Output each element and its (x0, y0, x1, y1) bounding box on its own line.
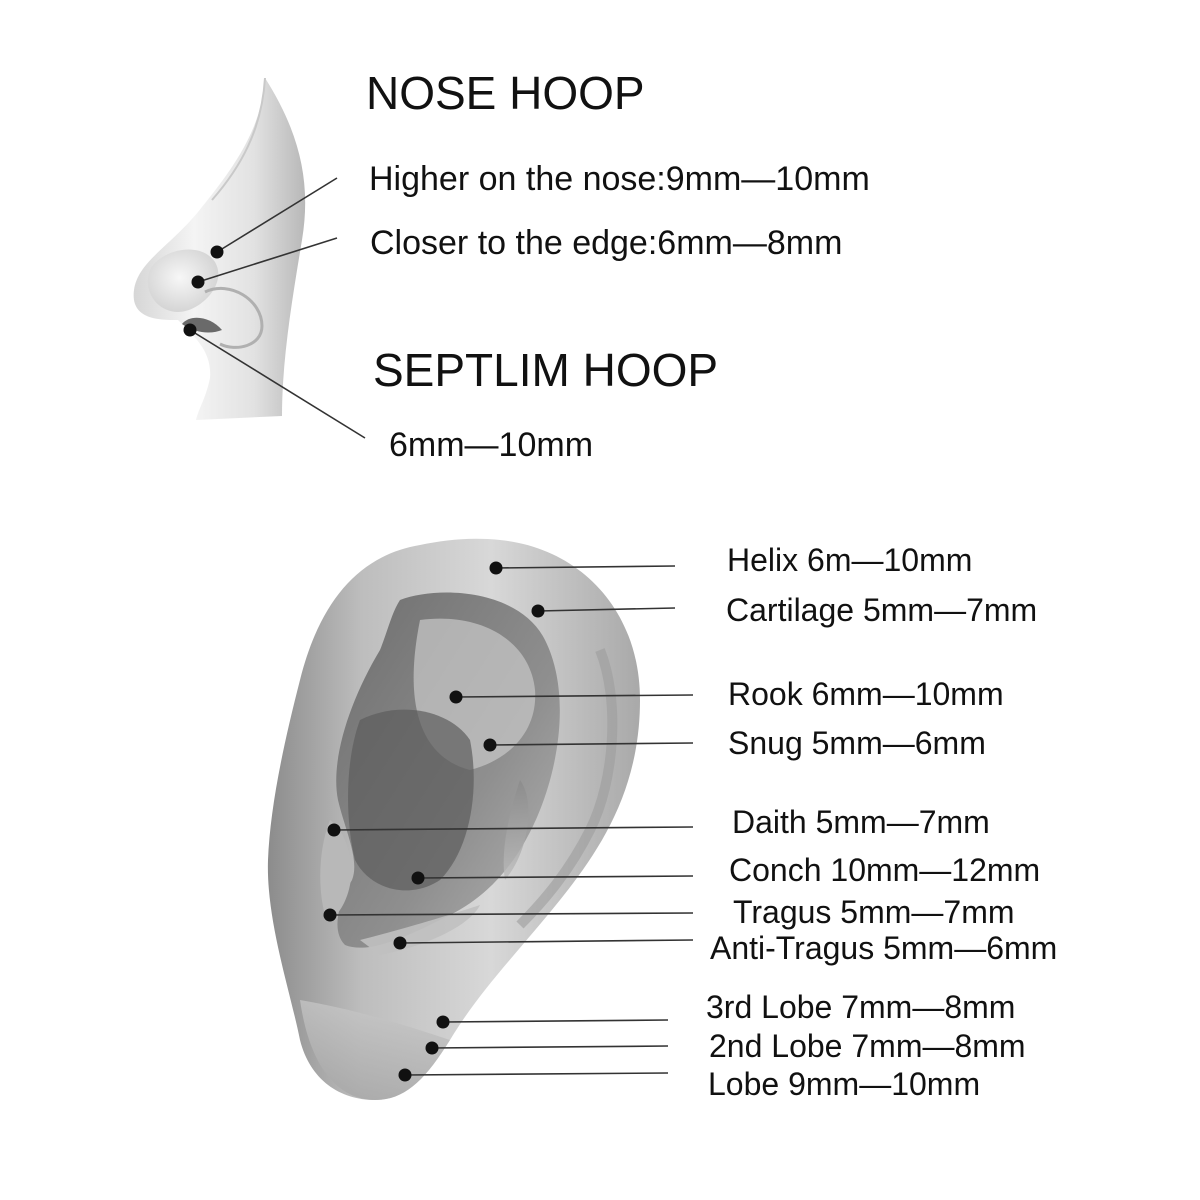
nose-higher-piercing-marker (210, 245, 224, 259)
ear-label-cartilage: Cartilage 5mm—7mm (726, 592, 1038, 628)
nose-edge-piercing-marker (191, 275, 205, 289)
tragus-shape (320, 820, 352, 919)
antitragus-shape (360, 905, 480, 955)
helix-piercing-marker (489, 561, 503, 575)
septum-piercing-marker (183, 323, 197, 337)
nose-label-edge: Closer to the edge:6mm—8mm (370, 224, 843, 262)
snug-leader-line (489, 742, 694, 746)
leader-lines (189, 177, 694, 1076)
anti-tragus-leader-line (399, 939, 694, 944)
septum-leader-line (189, 329, 366, 439)
ear-label-daith: Daith 5mm—7mm (732, 804, 990, 840)
ear-label-helix: Helix 6m—10mm (727, 542, 973, 578)
2nd-lobe-piercing-marker (425, 1041, 439, 1055)
ear-canal-shadow (348, 709, 474, 891)
ear-illustration (267, 538, 640, 1100)
rook-leader-line (455, 694, 694, 698)
tragus-piercing-marker (323, 908, 337, 922)
nose-edge-leader-line (197, 237, 338, 283)
3rd-lobe-leader-line (442, 1019, 669, 1023)
ear-label-snug: Snug 5mm—6mm (728, 725, 986, 761)
2nd-lobe-leader-line (431, 1045, 669, 1049)
helix-rim-shadow (516, 648, 618, 929)
ear-label-tragus: Tragus 5mm—7mm (733, 894, 1015, 930)
ear-label-rook: Rook 6mm—10mm (728, 676, 1004, 712)
tragus-leader-line (329, 912, 694, 916)
nose-label-higher: Higher on the nose:9mm—10mm (369, 160, 870, 198)
cartilage-piercing-marker (531, 604, 545, 618)
helix-leader-line (495, 565, 676, 569)
daith-piercing-marker (327, 823, 341, 837)
ear-label-3rd-lobe: 3rd Lobe 7mm—8mm (706, 989, 1016, 1025)
conch-piercing-marker (411, 871, 425, 885)
3rd-lobe-piercing-marker (436, 1015, 450, 1029)
nose-higher-leader-line (216, 177, 338, 253)
ear-label-2nd-lobe: 2nd Lobe 7mm—8mm (709, 1028, 1026, 1064)
piercing-markers (183, 245, 545, 1082)
nose-bridge-shadow (211, 77, 266, 201)
lobe-piercing-marker (398, 1068, 412, 1082)
snug-piercing-marker (483, 738, 497, 752)
cartilage-leader-line (537, 607, 676, 612)
nose-hoop-heading: NOSE HOOP (366, 67, 645, 119)
conch-leader-line (417, 875, 694, 879)
septum-label: 6mm—10mm (389, 426, 594, 464)
ear-label-lobe: Lobe 9mm—10mm (708, 1066, 981, 1102)
inner-fold-highlight (503, 780, 529, 880)
nose-tip-highlight (147, 249, 219, 312)
nostril-wing (204, 286, 264, 349)
ear-label-conch: Conch 10mm—12mm (729, 852, 1041, 888)
ear-label-anti-tragus: Anti-Tragus 5mm—6mm (710, 930, 1058, 966)
rook-piercing-marker (449, 690, 463, 704)
anti-tragus-piercing-marker (393, 936, 407, 950)
septum-hoop-heading: SEPTLIM HOOP (373, 344, 719, 396)
lobe-leader-line (404, 1072, 669, 1076)
daith-leader-line (333, 826, 694, 831)
